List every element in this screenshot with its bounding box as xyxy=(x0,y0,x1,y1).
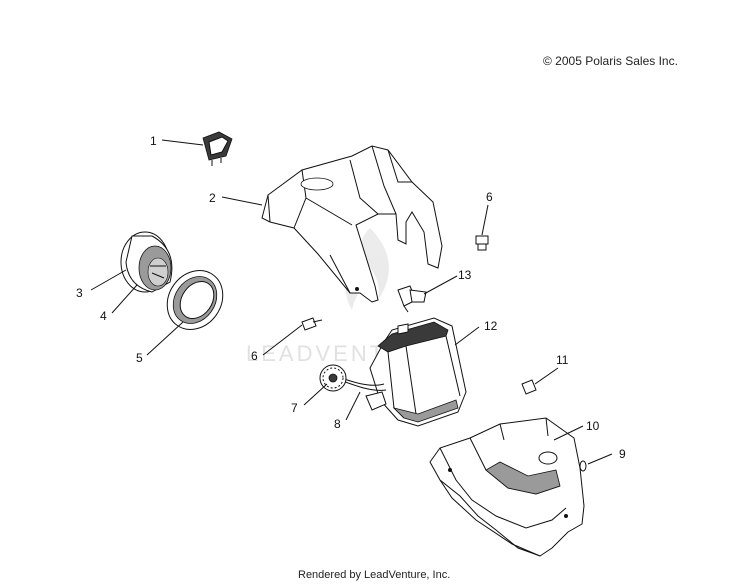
callout-6-upper: 6 xyxy=(486,190,493,204)
part-10-housing xyxy=(429,417,585,557)
callout-numbers: 1 2 3 4 5 6 6 7 8 9 10 11 12 13 xyxy=(76,134,626,461)
callout-9: 9 xyxy=(619,447,626,461)
part-2-hood xyxy=(261,145,443,303)
callout-7: 7 xyxy=(291,401,298,415)
callout-4: 4 xyxy=(100,309,107,323)
part-6-screw-upper xyxy=(475,235,489,251)
part-12-headlight xyxy=(369,317,467,427)
callout-2: 2 xyxy=(209,191,216,205)
part-1-switch xyxy=(202,131,233,166)
callout-11: 11 xyxy=(556,353,569,367)
part-13-bulb xyxy=(397,285,427,313)
callout-1: 1 xyxy=(150,134,157,148)
part-9-oring xyxy=(579,460,587,472)
copyright-text: © 2005 Polaris Sales Inc. xyxy=(543,54,678,68)
part-6-screw-lower xyxy=(301,317,323,331)
part-3-4-bezel xyxy=(120,231,173,293)
callout-8: 8 xyxy=(334,417,341,431)
callout-5: 5 xyxy=(136,351,143,365)
callout-3: 3 xyxy=(76,286,83,300)
footer-credit: Rendered by LeadVenture, Inc. xyxy=(298,569,451,581)
part-5-ring xyxy=(166,270,224,330)
leader-lines xyxy=(90,139,613,465)
part-11-clip xyxy=(521,379,537,395)
callout-12: 12 xyxy=(484,319,498,333)
callout-6-lower: 6 xyxy=(251,349,258,363)
callout-10: 10 xyxy=(586,419,600,433)
callout-13: 13 xyxy=(458,268,472,282)
